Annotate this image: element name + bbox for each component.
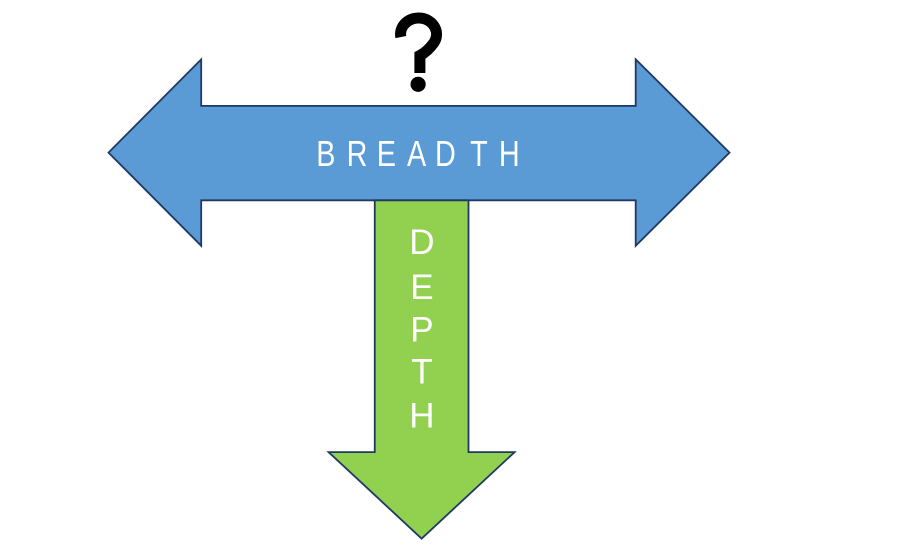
svg-text:T: T (470, 133, 488, 174)
svg-text:H: H (499, 133, 520, 174)
svg-text:A: A (407, 133, 426, 174)
svg-text:D: D (435, 133, 456, 174)
svg-text:E: E (377, 133, 396, 174)
svg-text:B: B (316, 133, 335, 174)
svg-text:D: D (409, 223, 434, 262)
svg-text:E: E (410, 268, 433, 307)
svg-text:R: R (347, 133, 368, 174)
svg-text:T: T (411, 353, 432, 392)
svg-text:P: P (410, 310, 433, 349)
svg-text:H: H (409, 397, 434, 436)
